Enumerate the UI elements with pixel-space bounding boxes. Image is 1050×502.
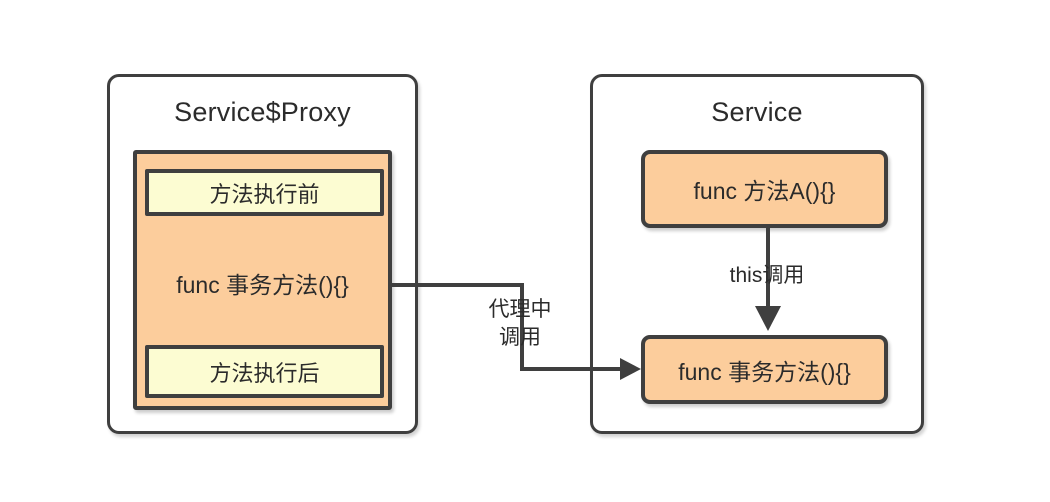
proxy-invoke-segment-top xyxy=(390,283,524,287)
service-title: Service xyxy=(711,97,803,127)
this-call-label: this调用 xyxy=(729,264,805,287)
method-a-box: func 方法A(){} xyxy=(641,150,888,228)
service-proxy-title: Service$Proxy xyxy=(174,97,351,127)
before-method-box: 方法执行前 xyxy=(145,169,384,216)
service-tx-method-label: func 事务方法(){} xyxy=(678,358,851,385)
after-method-label: 方法执行后 xyxy=(209,360,320,386)
before-method-label: 方法执行前 xyxy=(209,181,320,207)
method-a-label: func 方法A(){} xyxy=(693,178,836,204)
after-method-box: 方法执行后 xyxy=(145,345,384,398)
service-tx-method-box: func 事务方法(){} xyxy=(641,335,888,404)
proxy-tx-method-label: func 事务方法(){} xyxy=(176,272,349,298)
proxy-invoke-segment-vertical xyxy=(520,283,524,369)
proxy-tx-method-label-wrap: func 事务方法(){} xyxy=(133,255,392,311)
proxy-invoke-segment-bottom xyxy=(520,367,622,371)
this-call-line xyxy=(766,228,770,308)
this-call-arrowhead xyxy=(755,306,781,331)
proxy-invoke-label: 代理中 调用 xyxy=(488,298,552,349)
proxy-invoke-arrowhead xyxy=(620,358,641,380)
